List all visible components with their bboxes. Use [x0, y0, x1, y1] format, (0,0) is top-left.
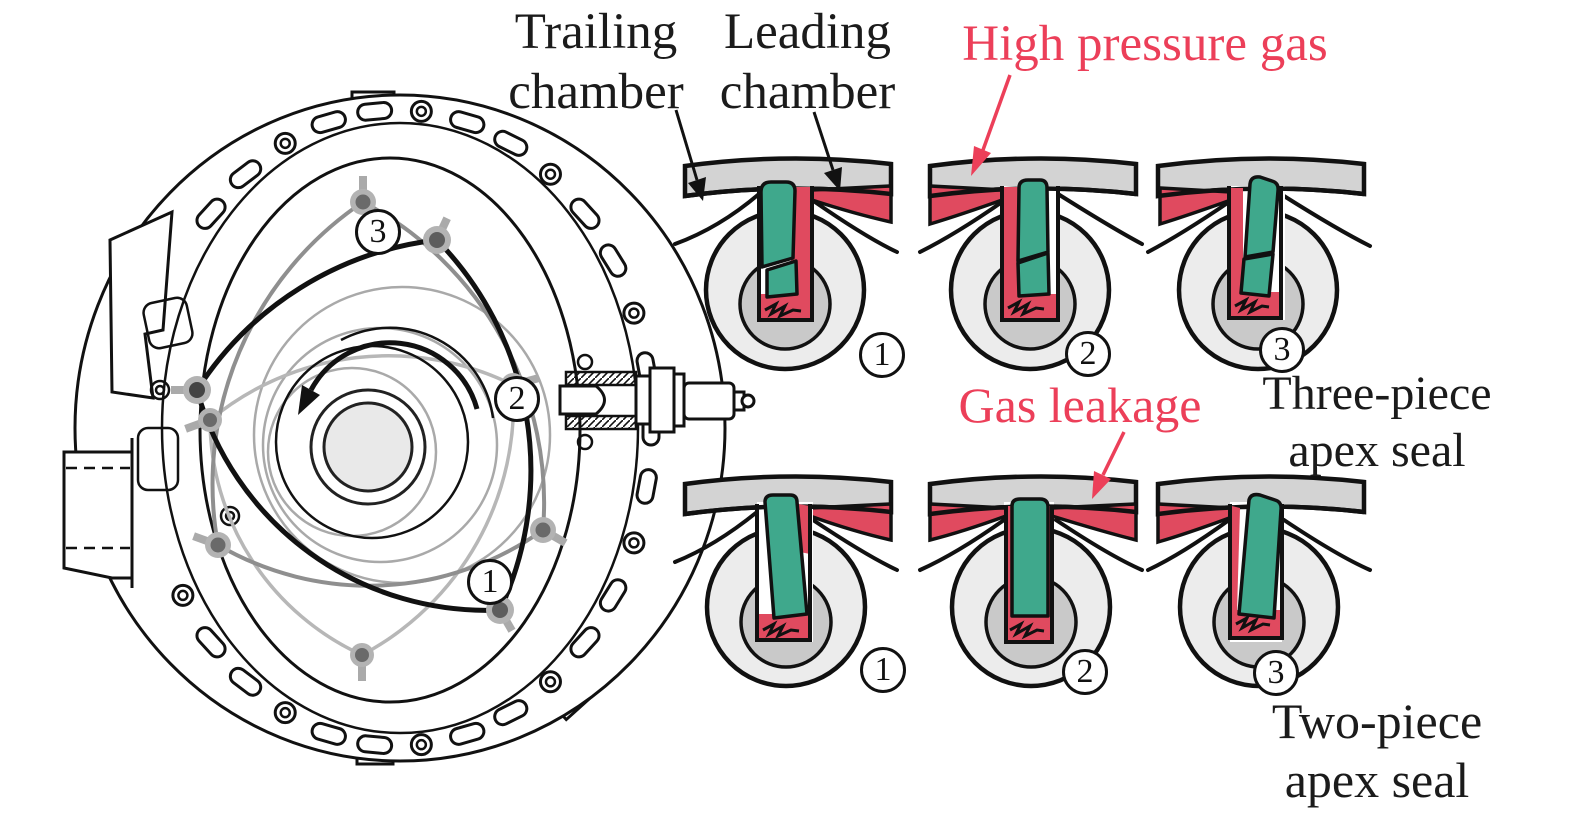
flange-bolt	[149, 379, 171, 401]
seal-figure-three-piece-3	[1146, 156, 1372, 372]
flange-bolt	[219, 505, 241, 527]
trailing-chamber-line1: Trailing	[514, 4, 678, 60]
engine-position-3-badge: 3	[355, 209, 401, 255]
seal-groove	[1000, 186, 1060, 322]
flange-slot	[136, 426, 180, 492]
three-piece-position-2-badge: 2	[1065, 331, 1111, 377]
housing-bolt	[576, 433, 594, 451]
trailing-chamber-line2: chamber	[508, 64, 684, 121]
seal-groove	[1228, 504, 1284, 640]
apex-seal-piece	[1239, 252, 1275, 298]
seal-spring	[1234, 296, 1270, 316]
housing-bolt-ring	[171, 99, 661, 757]
engine-position-1-badge: 1	[467, 559, 513, 605]
seal-figure-three-piece-1	[673, 156, 899, 372]
engine-position-2-badge: 2	[494, 376, 540, 422]
trailing-chamber-label: Trailing chamber	[440, 2, 752, 122]
apex-seal-piece	[759, 180, 797, 269]
three-piece-line2: apex seal	[1288, 423, 1466, 477]
apex-seal-piece	[763, 493, 809, 620]
three-piece-position-1-badge: 1	[859, 332, 905, 378]
two-piece-seal-label: Two-piece apex seal	[1232, 692, 1522, 810]
high-pressure-gas-region	[808, 502, 893, 543]
seal-figure-two-piece-1	[673, 474, 899, 689]
seal-spring	[764, 300, 802, 320]
output-shaft	[322, 401, 414, 493]
rotor-ghost-position	[208, 354, 516, 657]
seal-spring	[762, 620, 800, 640]
three-piece-line1: Three-piece	[1262, 367, 1492, 420]
apex-seal-piece	[1010, 497, 1050, 618]
spark-plug	[558, 366, 756, 434]
rotary-engine-diagram	[62, 90, 756, 766]
leading-chamber-line1: Leading	[723, 4, 892, 60]
seal-groove	[755, 504, 812, 642]
exhaust-pipe	[62, 438, 134, 588]
three-piece-seal-label: Three-piece apex seal	[1232, 366, 1522, 479]
seal-spring	[1009, 620, 1045, 640]
two-piece-line1: Two-piece	[1271, 693, 1483, 749]
high-pressure-gas-arrow	[971, 74, 1012, 176]
gas-leakage-label: Gas leakage	[958, 377, 1202, 433]
trailing-chamber-arrow	[674, 109, 706, 201]
apex-seal-piece	[1243, 175, 1280, 259]
two-piece-line2: apex seal	[1284, 752, 1470, 808]
apex-seal-piece	[1016, 178, 1050, 263]
seal-figure-two-piece-3	[1146, 474, 1372, 689]
gas-leakage-region	[1050, 502, 1138, 543]
leading-chamber-label: Leading chamber	[655, 2, 960, 122]
gas-leakage-arrow	[1092, 431, 1126, 499]
seal-spring	[1235, 614, 1271, 634]
flange-slot	[142, 296, 194, 350]
leading-chamber-line2: chamber	[719, 64, 896, 121]
shaft-ring	[309, 388, 427, 506]
three-piece-position-3-badge: 3	[1259, 327, 1305, 373]
rotation-arrow	[298, 340, 480, 415]
apex-seal-piece	[765, 259, 799, 299]
rotation-guide-arc	[340, 326, 495, 419]
two-piece-position-2-badge: 2	[1062, 649, 1108, 695]
housing-flange	[108, 209, 174, 400]
flange-bolt	[154, 384, 166, 396]
seal-figure-two-piece-2	[918, 474, 1144, 689]
seal-groove	[757, 186, 814, 322]
high-pressure-gas-label: High pressure gas	[962, 16, 1328, 72]
two-piece-position-3-badge: 3	[1253, 650, 1299, 696]
seal-groove	[1227, 186, 1283, 320]
seal-spring	[1007, 298, 1045, 318]
apex-seal-piece	[1016, 251, 1051, 298]
seal-groove	[1004, 506, 1054, 644]
housing-bolt	[576, 353, 594, 371]
leading-chamber-arrow	[812, 111, 842, 191]
two-piece-position-1-badge: 1	[860, 647, 906, 693]
seal-figure-three-piece-2	[918, 156, 1144, 372]
